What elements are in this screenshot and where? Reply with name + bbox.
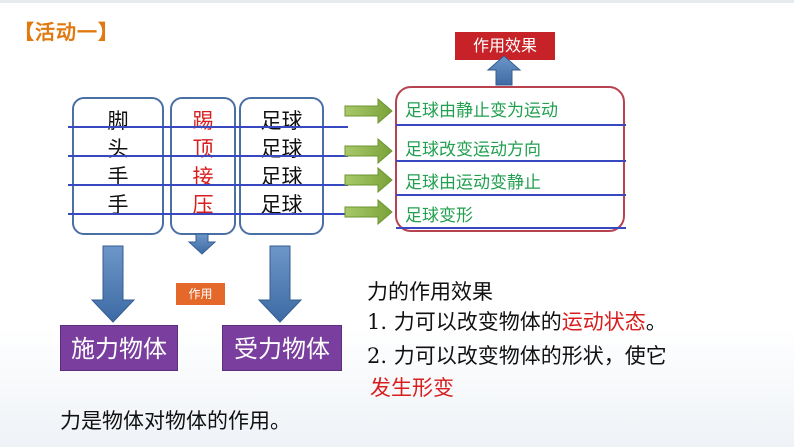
action-cell: 压 xyxy=(192,193,214,217)
result-item: 足球变形 xyxy=(405,206,473,226)
receiver-label: 受力物体 xyxy=(222,325,342,371)
receiver-column: 足球 足球 足球 足球 xyxy=(239,97,324,235)
row-divider xyxy=(68,184,348,186)
result-item: 足球由运动变静止 xyxy=(405,173,541,193)
down-arrow-icon xyxy=(90,245,136,323)
receiver-cell: 足球 xyxy=(260,137,303,161)
effect-badge: 作用效果 xyxy=(455,32,555,60)
agent-cell: 手 xyxy=(107,165,129,189)
up-arrow-icon xyxy=(486,55,522,86)
summary-point-2-highlight: 发生形变 xyxy=(370,376,454,400)
action-cell: 接 xyxy=(192,165,214,189)
receiver-cell: 足球 xyxy=(260,109,303,133)
result-divider xyxy=(396,194,626,196)
row-divider xyxy=(68,126,348,128)
green-arrow-icon xyxy=(344,166,393,194)
top-border xyxy=(0,0,794,3)
agent-cell: 手 xyxy=(107,193,129,217)
small-down-arrow-icon xyxy=(187,233,217,255)
result-box xyxy=(395,86,625,232)
down-arrow-icon xyxy=(257,245,303,323)
row-divider xyxy=(68,155,348,157)
result-item: 足球改变运动方向 xyxy=(405,140,541,160)
activity-title: 【活动一】 xyxy=(14,20,119,44)
green-arrow-icon xyxy=(344,137,393,165)
definition-text: 力是物体对物体的作用。 xyxy=(60,409,291,433)
point1-suffix: 。 xyxy=(645,310,667,334)
agent-column: 脚 头 手 手 xyxy=(72,97,164,235)
result-divider xyxy=(396,160,626,162)
summary-heading: 力的作用效果 xyxy=(367,280,493,304)
result-divider xyxy=(396,124,626,126)
action-badge: 作用 xyxy=(176,283,225,305)
action-column: 踢 顶 接 压 xyxy=(170,97,236,235)
green-arrow-icon xyxy=(344,198,393,226)
result-item: 足球由静止变为运动 xyxy=(405,101,558,121)
summary-point-2: 2. 力可以改变物体的形状，使它 xyxy=(367,344,667,368)
point1-highlight: 运动状态 xyxy=(561,310,646,334)
row-divider xyxy=(68,213,348,215)
agent-label: 施力物体 xyxy=(60,325,178,371)
green-arrow-icon xyxy=(344,97,393,125)
point1-prefix: 1. 力可以改变物体的 xyxy=(367,310,562,334)
result-divider xyxy=(396,227,626,229)
summary-point-1: 1. 力可以改变物体的运动状态。 xyxy=(367,306,667,336)
